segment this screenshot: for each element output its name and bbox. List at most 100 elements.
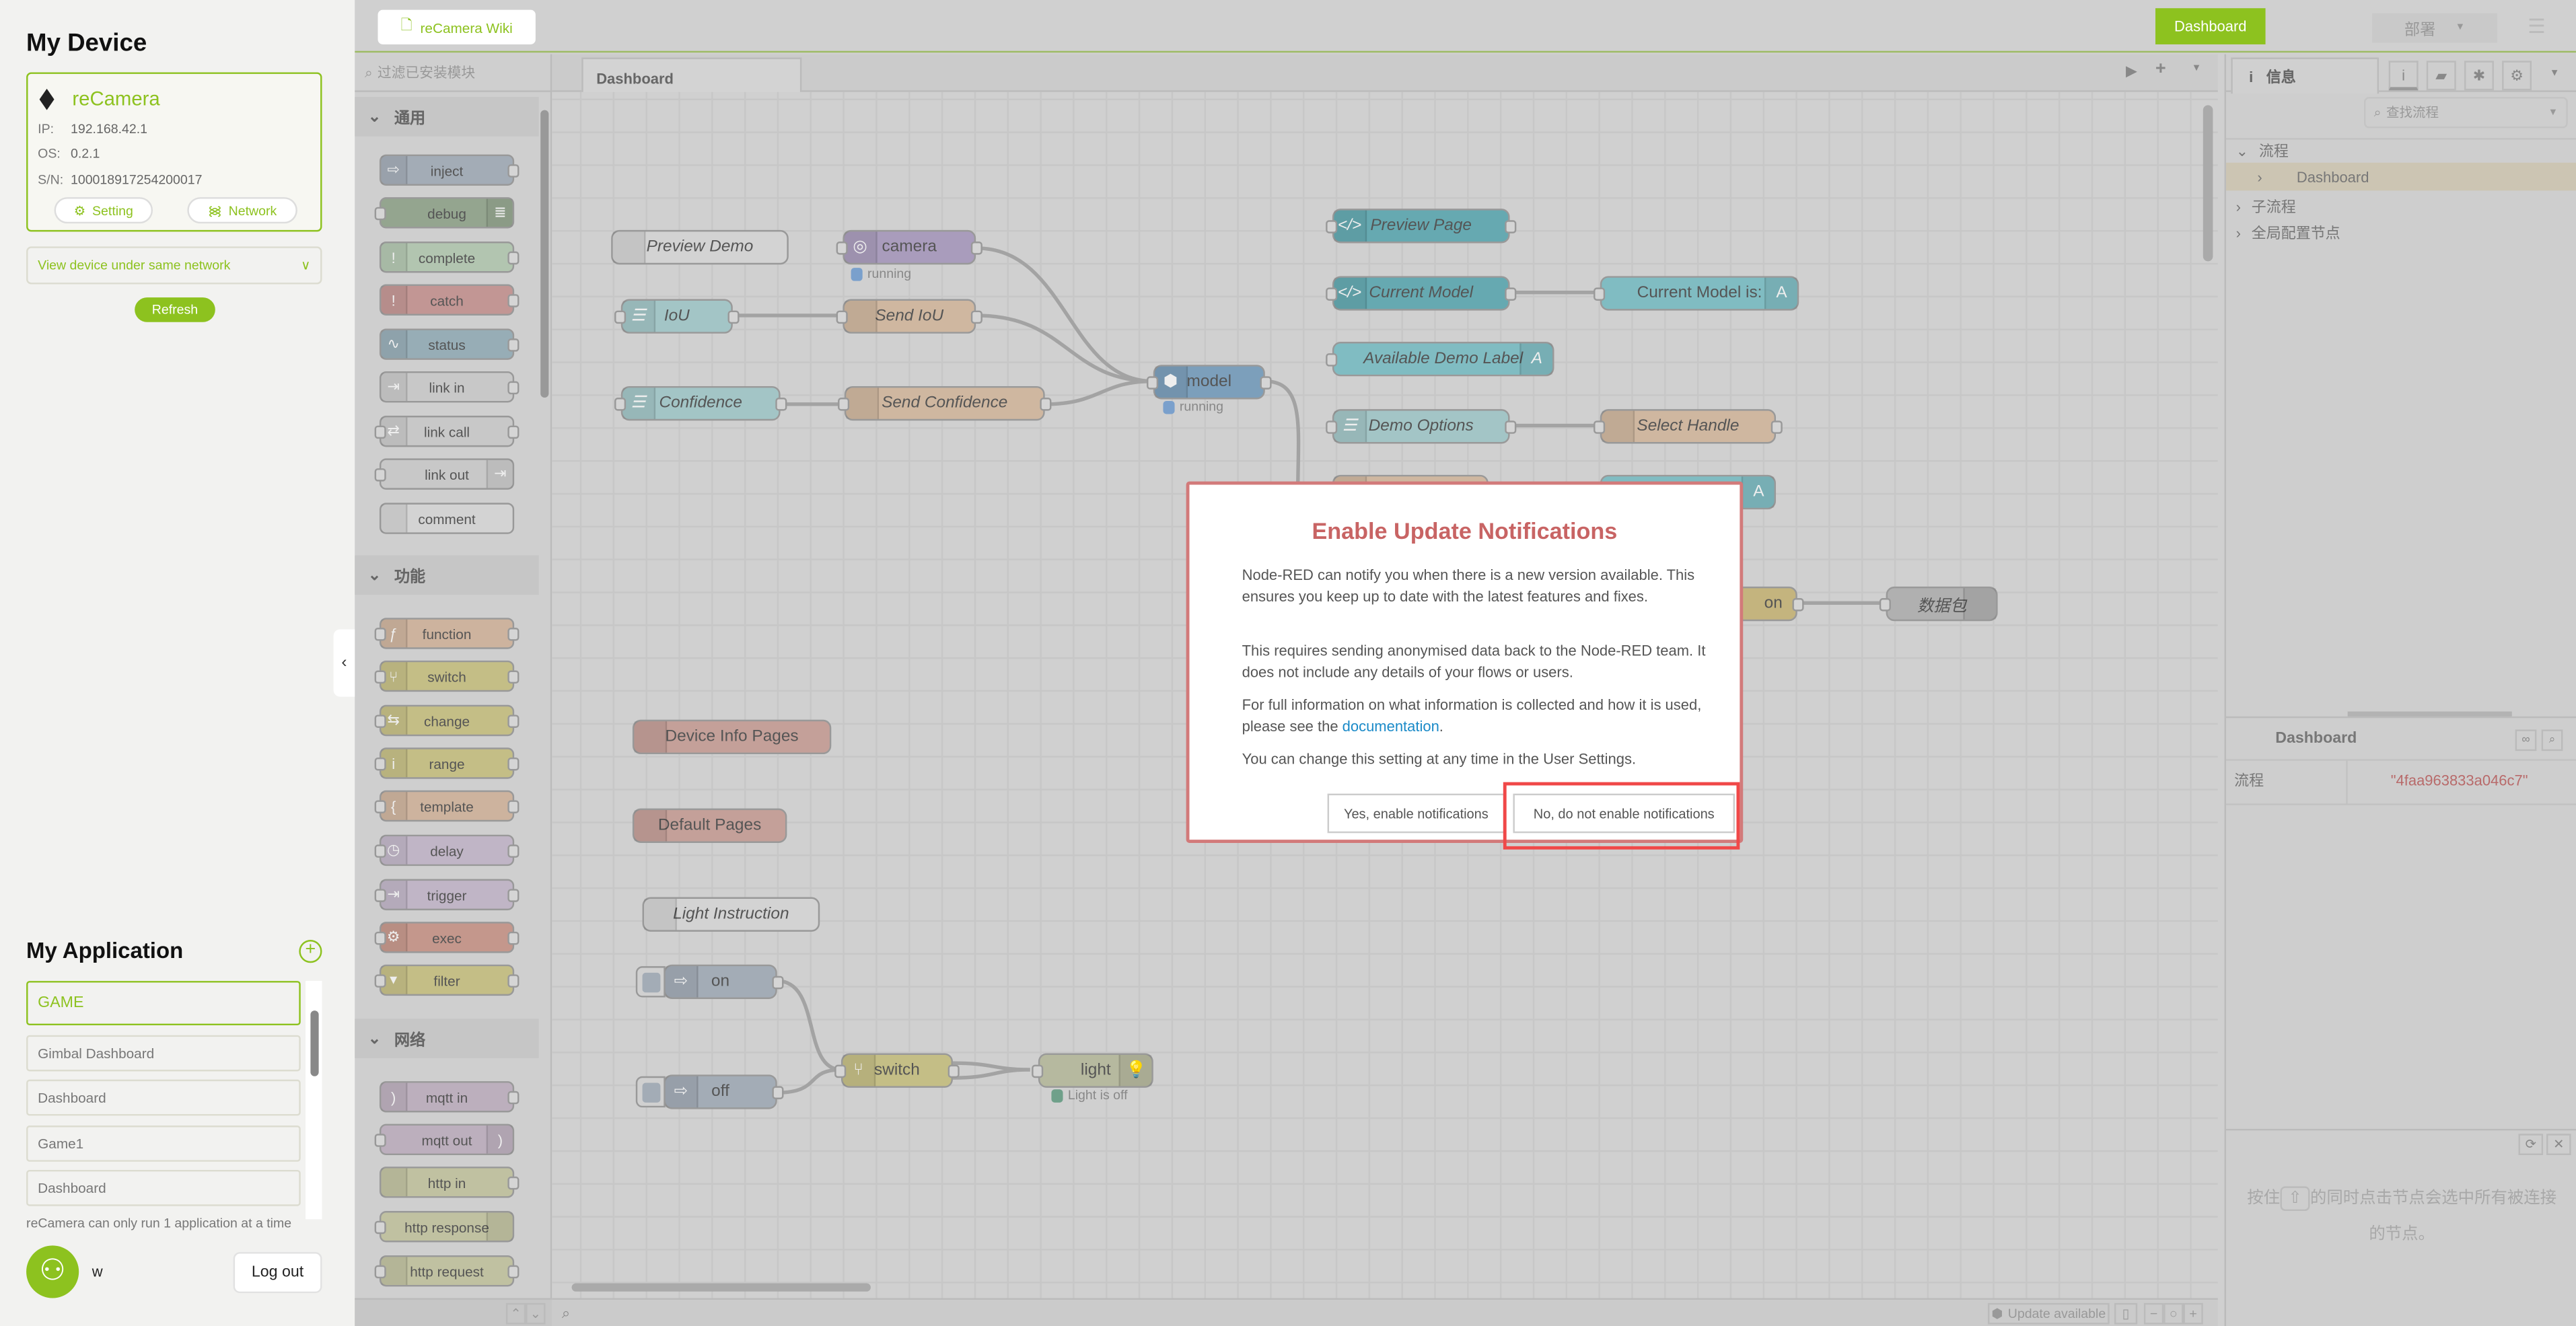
- view-device-dropdown[interactable]: View device under same network ∨: [26, 246, 322, 285]
- zoom-in-icon[interactable]: +: [2183, 1302, 2203, 1325]
- flow-node[interactable]: Select Handle: [1594, 409, 1783, 444]
- avatar[interactable]: ⚇: [26, 1245, 79, 1298]
- palette-node[interactable]: !complete: [379, 242, 520, 273]
- palette-node[interactable]: ⇥link out: [374, 458, 515, 490]
- collapse-all-icon[interactable]: ⌃: [505, 1302, 526, 1325]
- setting-button[interactable]: ⚙Setting: [54, 197, 153, 224]
- flow-node[interactable]: Preview Demo: [611, 229, 789, 265]
- scrollbar-thumb[interactable]: [310, 1010, 318, 1076]
- flow-node[interactable]: Light Instruction: [642, 897, 820, 932]
- flow-node[interactable]: </>Current Model: [1326, 276, 1517, 311]
- flow-node[interactable]: ☰IoU: [614, 299, 740, 334]
- update-available-button[interactable]: ⬢Update available: [1987, 1302, 2110, 1325]
- network-button[interactable]: ᯼Network: [187, 197, 297, 224]
- palette-node[interactable]: ⇄link call: [374, 415, 520, 447]
- palette-filter-input[interactable]: ⌕过滤已安装模块: [355, 54, 552, 92]
- palette-node[interactable]: ⇆change: [374, 704, 520, 737]
- flow-node[interactable]: Send IoU: [836, 299, 982, 334]
- app-item[interactable]: Gimbal Dashboard: [26, 1035, 301, 1072]
- palette-node[interactable]: ∿status: [379, 328, 520, 360]
- bug-icon[interactable]: ✱: [2464, 61, 2494, 91]
- flow-node[interactable]: ⑂switch: [834, 1053, 960, 1088]
- deploy-button[interactable]: 部署▼: [2372, 13, 2497, 43]
- palette-node[interactable]: ◷delay: [374, 834, 520, 867]
- enable-notifications-button[interactable]: Yes, enable notifications: [1327, 793, 1505, 834]
- flow-search-input[interactable]: ⌕查找流程▼: [2364, 97, 2568, 128]
- tree-flow-dashboard[interactable]: ›Dashboard: [2225, 162, 2576, 191]
- flow-node[interactable]: 数据包: [1879, 586, 1998, 622]
- palette-node[interactable]: ⚙exec: [374, 922, 520, 953]
- flow-node[interactable]: ⇨off: [664, 1074, 784, 1109]
- tab-dashboard[interactable]: Dashboard: [581, 57, 802, 94]
- device-card[interactable]: reCamera IP: 192.168.42.1 OS: 0.2.1 S/N:…: [26, 72, 322, 232]
- disable-notifications-button[interactable]: No, do not enable notifications: [1513, 793, 1736, 834]
- dashboard-button[interactable]: Dashboard: [2155, 8, 2266, 44]
- gear-icon[interactable]: ⚙: [2502, 61, 2532, 91]
- palette-node[interactable]: )mqtt in: [379, 1081, 520, 1113]
- palette-node[interactable]: ⇥link in: [379, 371, 520, 403]
- zoom-reset-icon[interactable]: ○: [2163, 1302, 2184, 1325]
- palette-node[interactable]: !catch: [379, 284, 520, 316]
- link-icon[interactable]: ∞: [2515, 729, 2537, 751]
- app-item[interactable]: Game1: [26, 1126, 301, 1162]
- zoom-out-icon[interactable]: −: [2143, 1302, 2164, 1325]
- flow-node[interactable]: ⬢model: [1147, 365, 1272, 400]
- map-icon[interactable]: ▯: [2114, 1302, 2138, 1325]
- search-icon[interactable]: ⌕: [2541, 729, 2563, 751]
- palette-node[interactable]: http in: [379, 1167, 520, 1198]
- tree-flows[interactable]: ⌄ 流程: [2235, 143, 2289, 159]
- panel-splitter[interactable]: [2225, 716, 2576, 719]
- palette-node[interactable]: http response: [374, 1211, 515, 1243]
- canvas-vscrollbar[interactable]: [2203, 105, 2213, 262]
- palette-node[interactable]: )mqtt out: [374, 1124, 515, 1156]
- inject-button[interactable]: [635, 966, 666, 998]
- flow-node[interactable]: ☰Confidence: [614, 385, 787, 421]
- tree-global-config[interactable]: › 全局配置节点: [2235, 225, 2340, 242]
- flow-node[interactable]: ☰Demo Options: [1326, 409, 1517, 444]
- flow-node[interactable]: ◎camera: [836, 229, 982, 265]
- caret-down-icon[interactable]: ▼: [2549, 69, 2560, 79]
- search-icon[interactable]: ⌕: [561, 1304, 571, 1321]
- documentation-link[interactable]: documentation: [1342, 719, 1439, 735]
- tree-subflows[interactable]: › 子流程: [2235, 198, 2296, 215]
- wiki-button[interactable]: 🗋reCamera Wiki: [378, 9, 536, 44]
- palette-node[interactable]: ≣debug: [374, 197, 515, 229]
- add-application-icon[interactable]: +: [299, 940, 322, 963]
- app-list-scrollbar[interactable]: [306, 981, 322, 1220]
- expand-all-icon[interactable]: ⌄: [526, 1302, 546, 1325]
- palette-node[interactable]: ▾filter: [374, 964, 520, 996]
- menu-icon[interactable]: ☰: [2528, 14, 2546, 38]
- palette-category[interactable]: ⌄功能: [355, 555, 539, 595]
- app-item[interactable]: GAME: [26, 981, 301, 1026]
- flow-node[interactable]: Send Confidence: [838, 385, 1052, 421]
- palette-category[interactable]: ⌄网络: [355, 1019, 539, 1058]
- palette-node[interactable]: comment: [379, 503, 515, 534]
- canvas-hscrollbar[interactable]: [571, 1283, 871, 1292]
- palette-node[interactable]: ⇨inject: [379, 154, 520, 186]
- info-icon[interactable]: i: [2388, 61, 2419, 91]
- inject-button[interactable]: [635, 1076, 666, 1108]
- splitter-handle[interactable]: [2347, 711, 2512, 716]
- refresh-icon[interactable]: ⟳: [2518, 1134, 2544, 1156]
- palette-category[interactable]: ⌄通用: [355, 97, 539, 137]
- logout-button[interactable]: Log out: [233, 1252, 322, 1294]
- palette-scrollbar[interactable]: [540, 110, 549, 398]
- flow-node[interactable]: </>Preview Page: [1326, 209, 1517, 244]
- book-icon[interactable]: ▰: [2426, 61, 2456, 91]
- tab-list-icon[interactable]: ▼: [2191, 64, 2202, 74]
- add-tab-icon[interactable]: +: [2155, 59, 2166, 79]
- flow-node[interactable]: Device Info Pages: [632, 719, 832, 755]
- flow-node[interactable]: ⇨on: [664, 964, 784, 999]
- palette-node[interactable]: ⑂switch: [374, 660, 520, 692]
- palette-node[interactable]: {template: [374, 790, 520, 822]
- flow-node[interactable]: 💡light: [1032, 1053, 1153, 1088]
- app-item[interactable]: Dashboard: [26, 1079, 301, 1116]
- play-icon[interactable]: ▶: [2126, 62, 2137, 79]
- collapse-sidebar-button[interactable]: ‹: [333, 629, 355, 697]
- palette-node[interactable]: http request: [374, 1255, 520, 1287]
